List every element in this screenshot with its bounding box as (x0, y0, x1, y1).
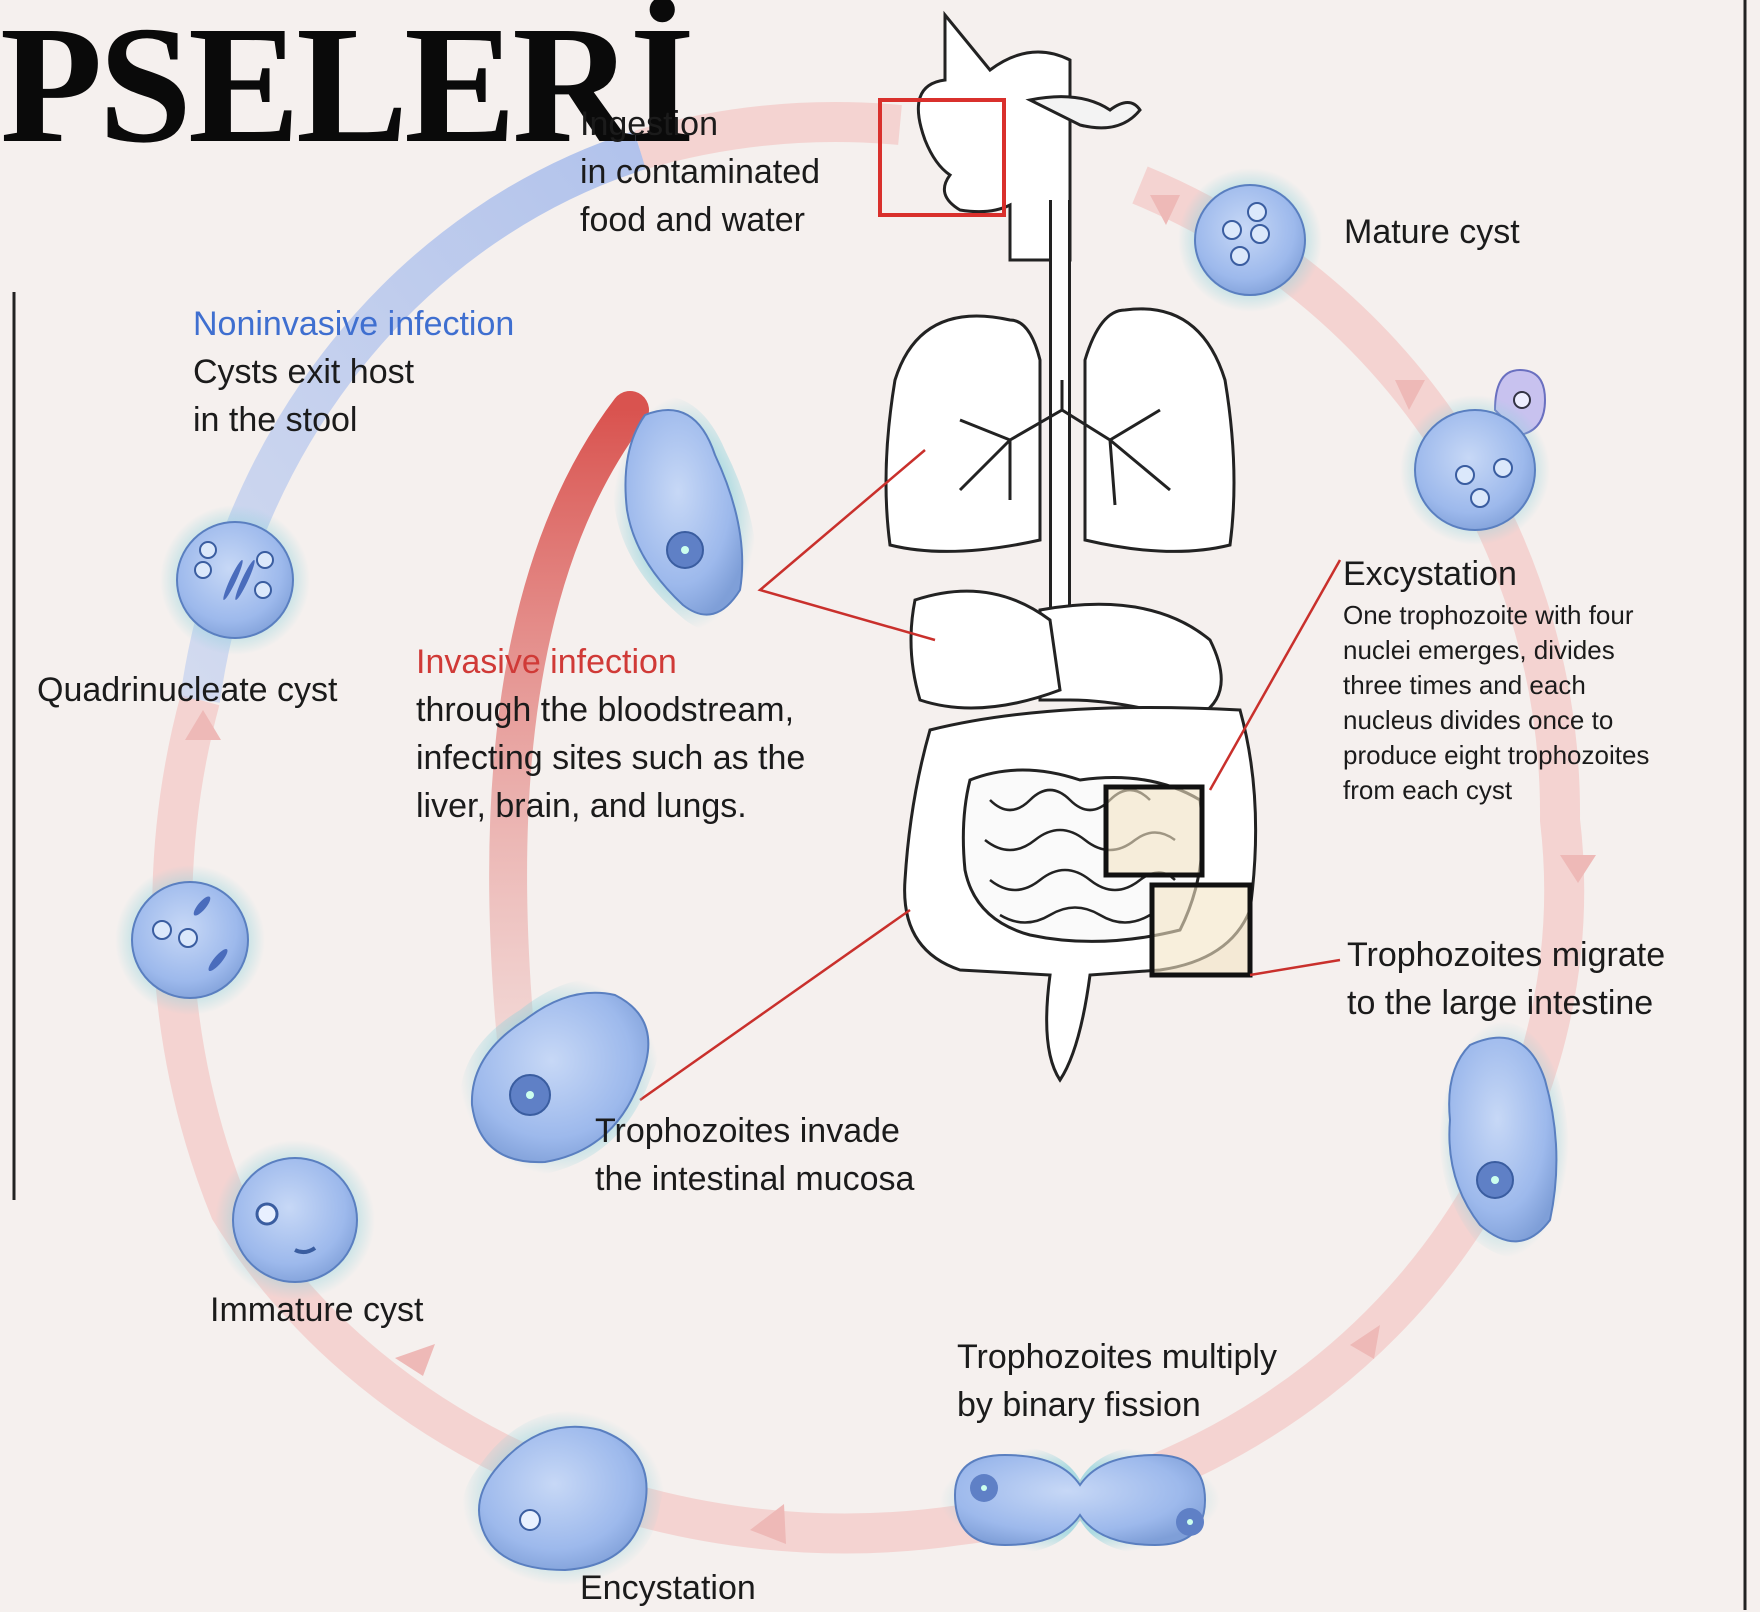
trophozoites-binary-fission (940, 1445, 1220, 1555)
trophozoites-multiply-label: Trophozoites multiply by binary fission (957, 1333, 1277, 1429)
noninvasive-infection-block: Noninvasive infection Cysts exit host in… (193, 300, 514, 444)
trophozoites-migrate-label: Trophozoites migrate to the large intest… (1347, 931, 1665, 1027)
large-intestine-highlight-box (1152, 885, 1250, 975)
liver (911, 591, 1060, 708)
invasive-infection-title: Invasive infection (416, 638, 805, 686)
excystation-block: Excystation One trophozoite with four nu… (1343, 550, 1649, 808)
mature-cyst-label: Mature cyst (1344, 208, 1520, 256)
head-profile (918, 15, 1070, 260)
excystation-title: Excystation (1343, 550, 1649, 598)
invasive-infection-block: Invasive infection through the bloodstre… (416, 638, 805, 830)
quadrinucleate-cyst-label: Quadrinucleate cyst (37, 666, 338, 714)
ingestion-label: Ingestion in contaminated food and water (580, 100, 820, 244)
stomach (1040, 604, 1221, 720)
immature-cyst (215, 1140, 375, 1300)
trophozoites-invade-label: Trophozoites invade the intestinal mucos… (595, 1107, 914, 1203)
excystation-description: One trophozoite with four nuclei emerges… (1343, 598, 1649, 808)
trophozoite-invasive (613, 396, 758, 632)
small-intestine-highlight-box (1106, 787, 1202, 875)
mature-cyst (1178, 168, 1322, 312)
left-lung (886, 316, 1040, 551)
encystation-label: Encystation (580, 1564, 756, 1612)
immature-cyst-label: Immature cyst (210, 1286, 423, 1334)
binucleate-cyst (115, 865, 265, 1015)
quadrinucleate-cyst (160, 505, 310, 655)
right-lung (1085, 309, 1234, 552)
noninvasive-infection-title: Noninvasive infection (193, 300, 514, 348)
